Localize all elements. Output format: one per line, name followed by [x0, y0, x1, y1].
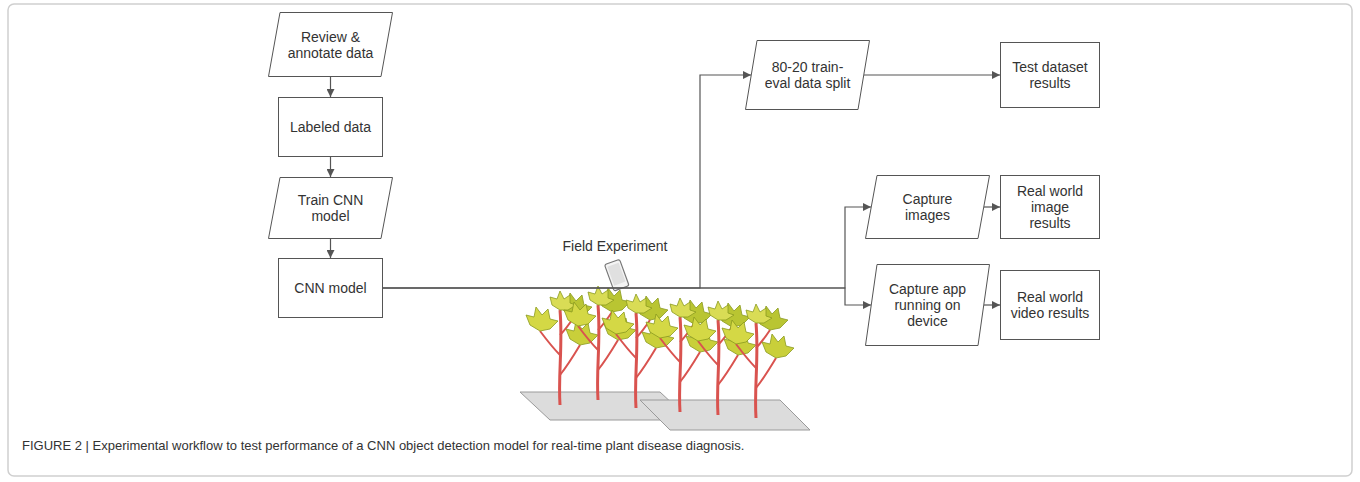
- process-box: CNN model: [278, 258, 383, 318]
- node-text: Test dataset results: [1009, 59, 1091, 91]
- phone-body: [604, 259, 629, 291]
- figure-caption: FIGURE 2 | Experimental workflow to test…: [22, 438, 744, 453]
- process-box: Test dataset results: [1000, 42, 1100, 108]
- node-text: Real world video results: [1009, 289, 1091, 321]
- node-text: 80-20 train-eval data split: [761, 59, 854, 91]
- parallelogram-outline: [746, 41, 870, 110]
- process-box: Real world image results: [1000, 175, 1100, 239]
- ground-plot: [640, 400, 810, 430]
- connector-arrow: [383, 75, 751, 288]
- phone-icon: [604, 259, 629, 291]
- io-parallelogram: Review & annotate data: [268, 12, 393, 77]
- parallelogram-outline: [866, 176, 990, 239]
- connector-arrow: [984, 304, 1000, 305]
- io-parallelogram: Train CNN model: [268, 177, 393, 239]
- parallelogram-outline: [269, 178, 393, 239]
- process-box: Real world video results: [1000, 270, 1100, 340]
- phone-screen: [607, 263, 625, 286]
- node-text: Review & annotate data: [284, 29, 377, 61]
- plant: [722, 304, 794, 418]
- plant: [602, 294, 674, 408]
- plant: [684, 301, 756, 415]
- plant: [564, 286, 636, 400]
- io-parallelogram: Capture images: [865, 175, 990, 239]
- connector-arrow: [864, 74, 1000, 75]
- connector-arrow: [330, 77, 331, 97]
- parallelogram-outline: [866, 265, 990, 346]
- connector-arrow: [383, 207, 871, 288]
- node-text: CNN model: [294, 280, 366, 296]
- io-parallelogram: Capture app running on device: [865, 264, 990, 346]
- node-text: Capture app running on device: [881, 281, 974, 329]
- connector-arrow: [330, 239, 331, 258]
- node-text: Real world image results: [1009, 183, 1091, 231]
- node-text: Labeled data: [290, 119, 371, 135]
- figure-frame: [8, 4, 1352, 476]
- node-text: Capture images: [881, 191, 974, 223]
- node-text: Train CNN model: [284, 192, 377, 224]
- process-box: Labeled data: [278, 97, 383, 157]
- io-parallelogram: 80-20 train-eval data split: [745, 40, 870, 110]
- plant: [646, 298, 718, 412]
- connector-arrow: [330, 157, 331, 177]
- connector-arrow: [984, 206, 1000, 207]
- connector-arrow: [383, 288, 871, 305]
- parallelogram-outline: [269, 13, 393, 77]
- section-label: Field Experiment: [562, 238, 667, 254]
